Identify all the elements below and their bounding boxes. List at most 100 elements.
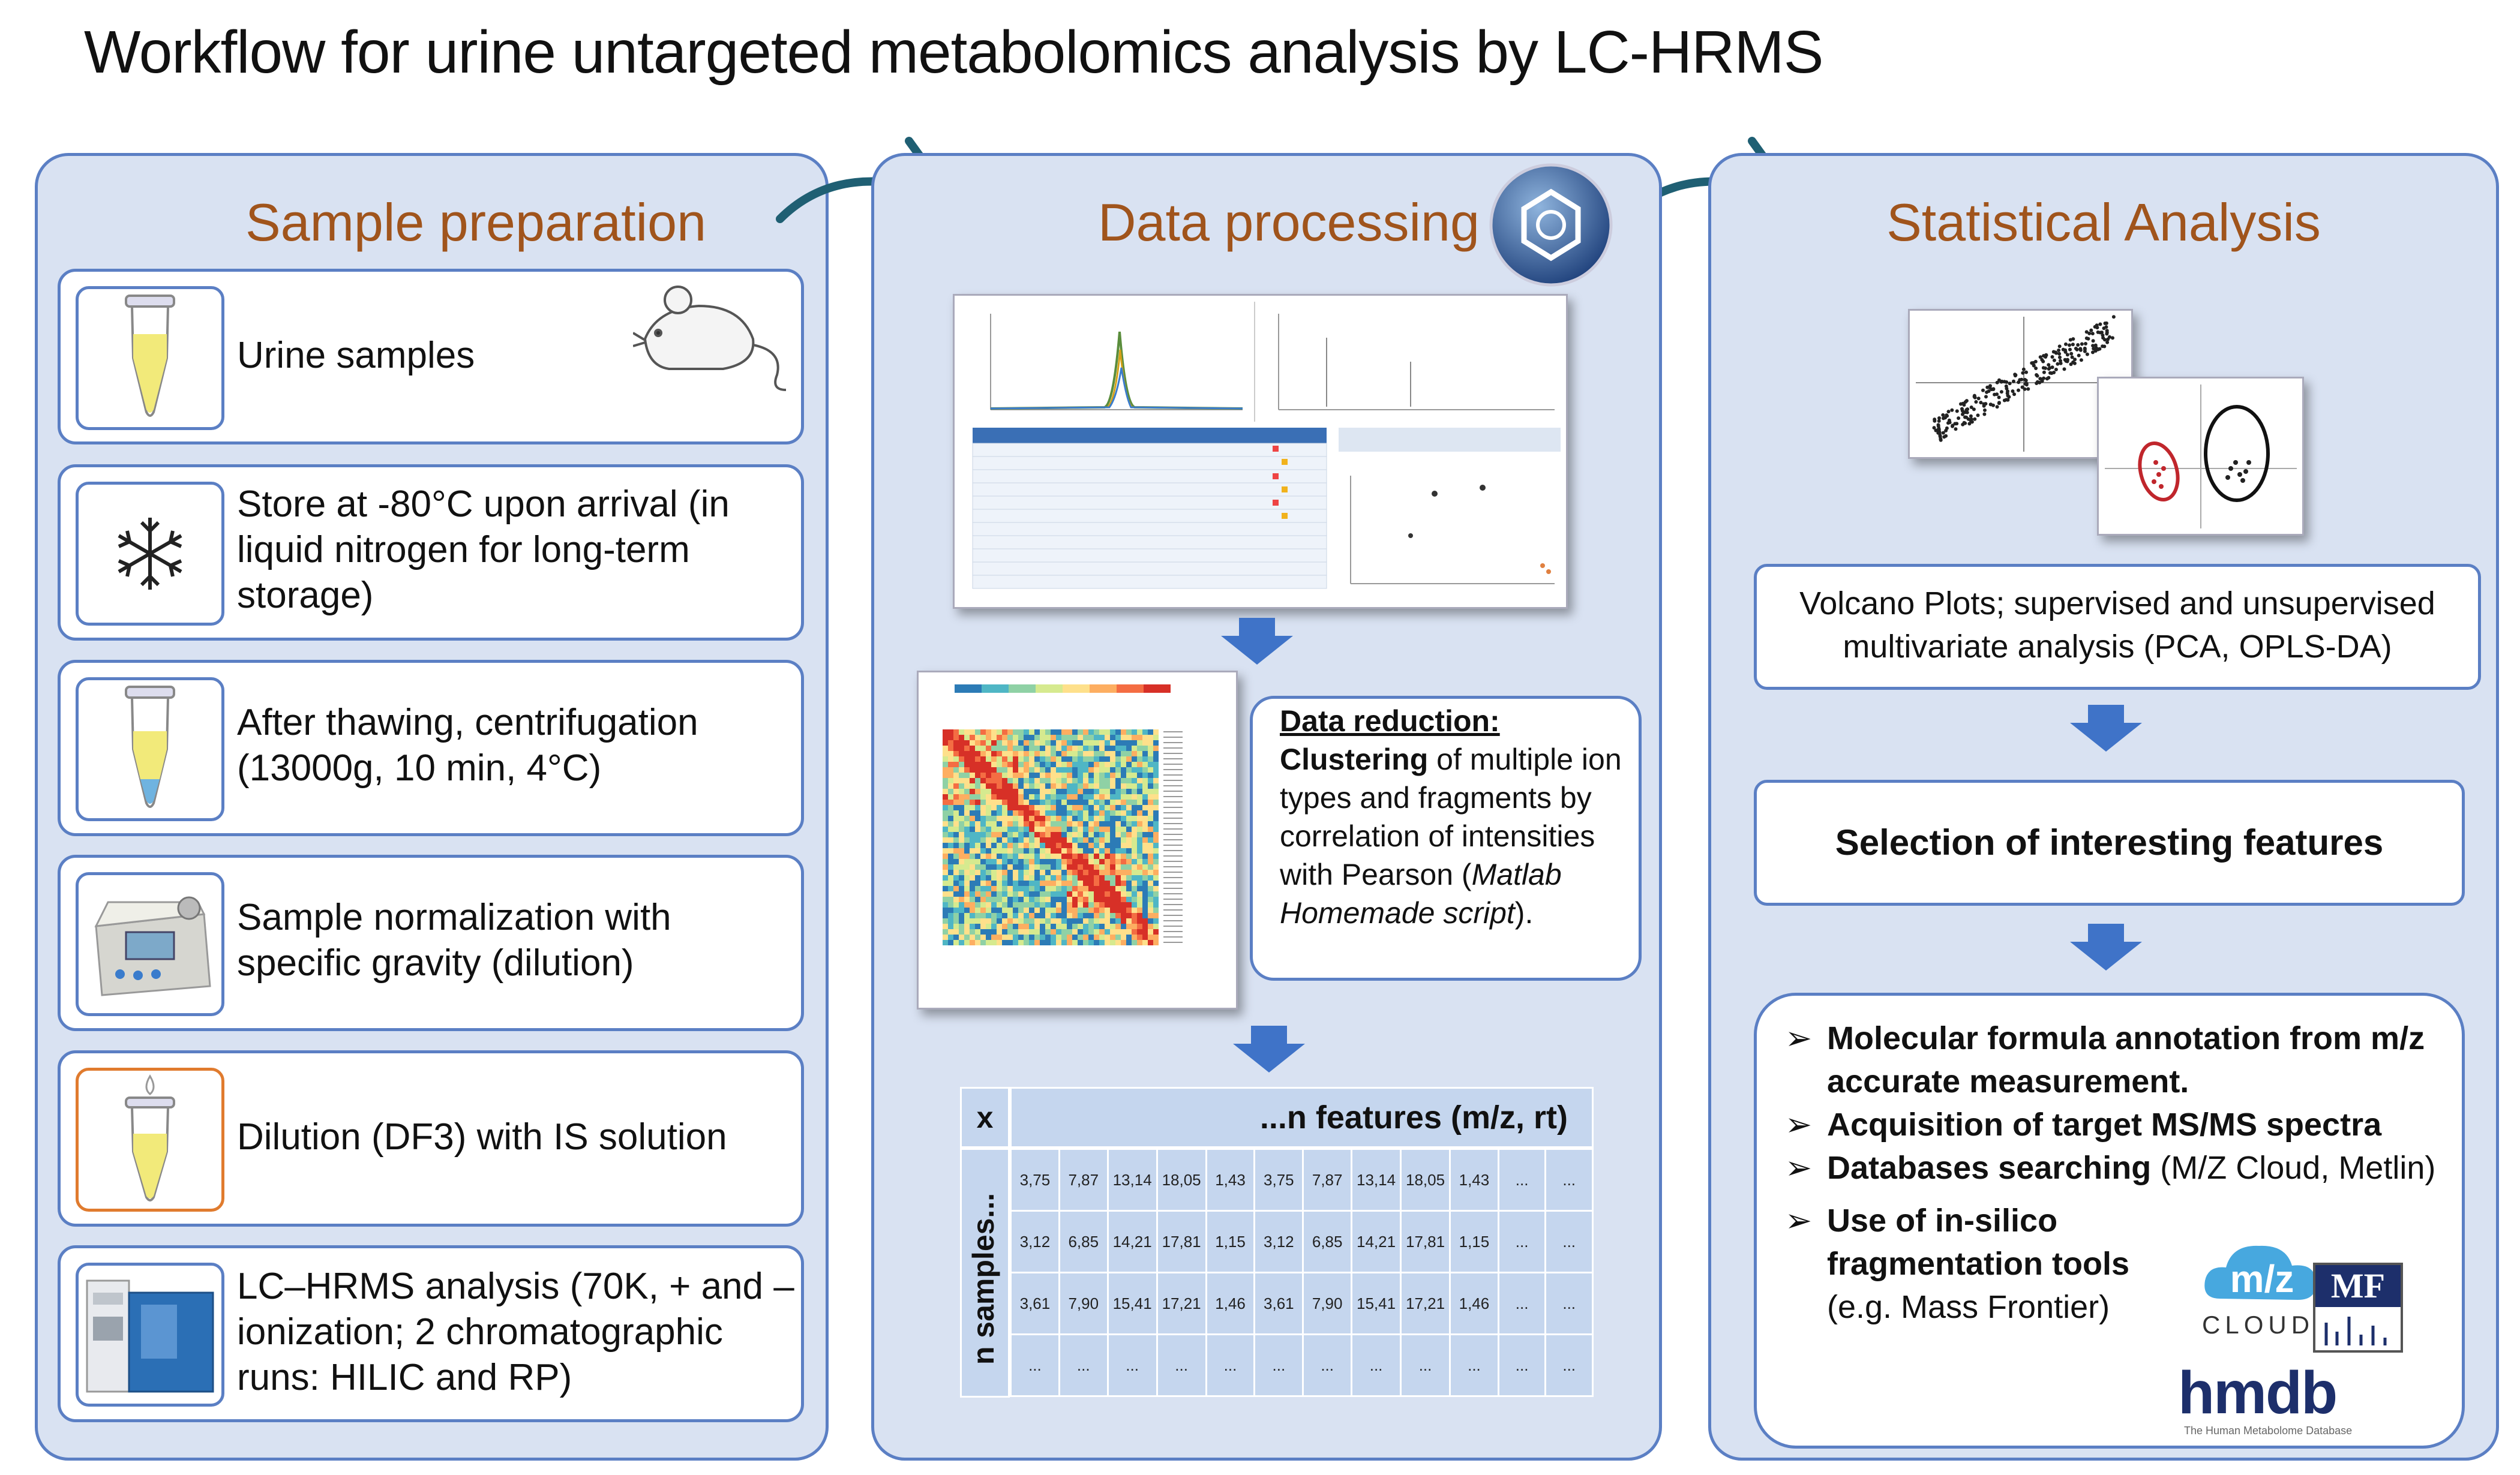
bullet-item: ➢Molecular formula annotation from m/z a… (1785, 1017, 2457, 1103)
centrifuge-tube-icon (76, 677, 224, 821)
sample-preparation-title: Sample preparation (245, 193, 707, 252)
data-reduction-box (1250, 696, 1642, 981)
mass-frontier-logo-text: MF (2315, 1265, 2401, 1307)
feature-table-cell: ... (1156, 1333, 1207, 1397)
down-arrow-2 (1233, 1026, 1305, 1073)
feature-table-cell: ... (1544, 1333, 1594, 1397)
step-text-centrifugation: After thawing, centrifugation (13000g, 1… (237, 702, 698, 789)
feature-table-cell: ... (1351, 1333, 1402, 1397)
feature-table-cell: 3,61 (1253, 1272, 1304, 1335)
feature-table-cell: ... (1253, 1333, 1304, 1397)
feature-table-row: .................................... (1010, 1333, 1594, 1397)
opls-da-plot (2097, 377, 2304, 536)
feature-table: x ...n features (m/z, rt) n samples... 3… (960, 1087, 1594, 1398)
bullet-text: Databases searching (1827, 1150, 2152, 1186)
mass-frontier-logo: MF (2313, 1263, 2403, 1353)
feature-table-cell: 7,87 (1302, 1148, 1353, 1212)
correlation-heatmap (917, 671, 1238, 1010)
feature-table-cell: ... (1544, 1210, 1594, 1273)
feature-table-cell: 15,41 (1106, 1272, 1158, 1335)
mzcloud-logo-text: m/z (2230, 1257, 2294, 1300)
bullet-item: ➢Use of in-silico fragmentation tools (1785, 1199, 2457, 1285)
feature-table-cell: 7,90 (1058, 1272, 1109, 1335)
bullet-note: (M/Z Cloud, Metlin) (2151, 1150, 2436, 1186)
mouse-icon (632, 273, 795, 393)
hmdb-logo-text: hmdb (2178, 1359, 2338, 1426)
refractometer-icon (76, 872, 224, 1016)
bullet-item: ➢Databases searching (M/Z Cloud, Metlin) (1785, 1150, 2436, 1186)
feature-table-cell: 1,15 (1449, 1210, 1499, 1273)
dropper-tube-icon (76, 1068, 224, 1212)
hmdb-logo-subtitle: The Human Metabolome Database (2184, 1425, 2353, 1437)
feature-table-cell: 18,05 (1400, 1148, 1451, 1212)
bullet-text: Molecular formula annotation from m/z ac… (1827, 1020, 2425, 1100)
bullet-item: ➢Acquisition of target MS/MS spectra (1785, 1103, 2457, 1146)
feature-table-cell: 3,75 (1010, 1148, 1060, 1212)
reduction-text-2: ). (1514, 896, 1534, 930)
bullet-note: (e.g. Mass Frontier) (1827, 1289, 2110, 1325)
feature-table-cell: 3,12 (1010, 1210, 1060, 1273)
feature-table-cell: 15,41 (1351, 1272, 1402, 1335)
bullet-text: Acquisition of target MS/MS spectra (1827, 1107, 2382, 1143)
feature-table-cell: 17,21 (1156, 1272, 1207, 1335)
feature-table-header: ...n features (m/z, rt) (1010, 1087, 1594, 1148)
mass-spectrometer-icon (76, 1263, 224, 1407)
feature-table-row-label: n samples... (967, 1192, 1000, 1365)
selection-text: Selection of interesting features (1835, 822, 2384, 863)
feature-table-cell: ... (1106, 1333, 1158, 1397)
feature-table-cell: 3,12 (1253, 1210, 1304, 1273)
feature-table-cell: ... (1544, 1272, 1594, 1335)
software-screenshot (953, 294, 1568, 609)
feature-table-cell: ... (1497, 1148, 1547, 1212)
down-arrow-4 (2070, 924, 2142, 971)
feature-table-cell: 1,46 (1449, 1272, 1499, 1335)
mzcloud-logo: m/z CLOUD (2196, 1233, 2328, 1347)
statistical-analysis-title: Statistical Analysis (1886, 193, 2321, 252)
feature-table-cell: ... (1544, 1148, 1594, 1212)
feature-table-cell: ... (1058, 1333, 1109, 1397)
feature-table-cell: ... (1205, 1333, 1256, 1397)
bullet-note-line: (e.g. Mass Frontier) (1785, 1285, 2457, 1329)
data-reduction-text: Data reduction: Clustering of multiple i… (1280, 702, 1628, 932)
pca-scatter-plot (1908, 309, 2133, 459)
feature-table-row-label-cell (960, 1148, 1010, 1398)
step-text-lchrms: LC–HRMS analysis (70K, + and – ionizatio… (237, 1266, 794, 1398)
feature-table-cell: 17,21 (1400, 1272, 1451, 1335)
feature-table-cell: ... (1400, 1333, 1451, 1397)
feature-table-cell: 14,21 (1351, 1210, 1402, 1273)
feature-table-cell: 17,81 (1400, 1210, 1451, 1273)
bullet-text: Use of in-silico fragmentation tools (1827, 1203, 2130, 1282)
feature-table-cell: 13,14 (1106, 1148, 1158, 1212)
feature-table-corner: x (960, 1087, 1010, 1148)
reduction-italic: Matlab Homemade script (1280, 858, 1562, 930)
data-reduction-heading: Data reduction: (1280, 704, 1500, 738)
feature-table-cell: 1,43 (1205, 1148, 1256, 1212)
down-arrow-3 (2070, 705, 2142, 752)
step-text-dilution: Dilution (DF3) with IS solution (237, 1116, 727, 1158)
feature-table-cell: ... (1449, 1333, 1499, 1397)
compound-discoverer-logo (1488, 162, 1614, 288)
feature-table-cell: ... (1497, 1210, 1547, 1273)
step-text-urine: Urine samples (237, 335, 475, 376)
feature-table-cell: ... (1302, 1333, 1353, 1397)
selection-box (1754, 780, 2465, 906)
feature-table-cell: 17,81 (1156, 1210, 1207, 1273)
step-text-store: Store at -80°C upon arrival (in liquid n… (237, 483, 730, 616)
feature-table-cell: ... (1497, 1272, 1547, 1335)
hmdb-logo: hmdb The Human Metabolome Database (2172, 1359, 2400, 1443)
clustering-label: Clustering (1280, 743, 1429, 776)
feature-table-cell: 6,85 (1302, 1210, 1353, 1273)
feature-table-cell: 1,46 (1205, 1272, 1256, 1335)
snowflake-icon (76, 482, 224, 626)
feature-table-cell: 3,75 (1253, 1148, 1304, 1212)
volcano-text: Volcano Plots; supervised and unsupervis… (1799, 585, 2435, 665)
feature-table-cell: 14,21 (1106, 1210, 1158, 1273)
feature-table-cell: 1,43 (1449, 1148, 1499, 1212)
feature-table-cell: 6,85 (1058, 1210, 1109, 1273)
feature-table-cell: 18,05 (1156, 1148, 1207, 1212)
feature-table-cell: 7,87 (1058, 1148, 1109, 1212)
data-processing-title: Data processing (1098, 193, 1480, 252)
